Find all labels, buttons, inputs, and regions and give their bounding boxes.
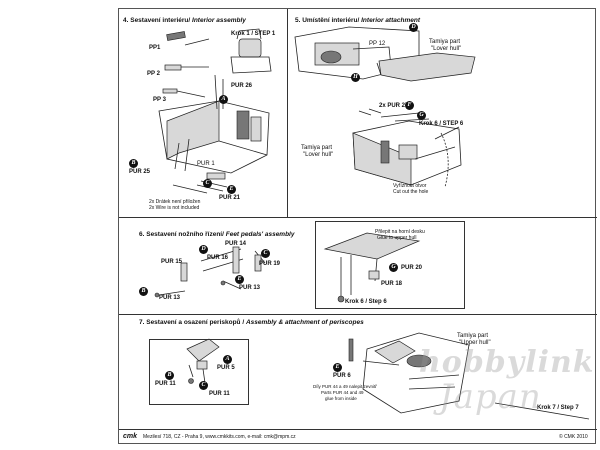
footer-website: www.cmkkits.com,	[205, 434, 247, 440]
technical-drawings	[154, 26, 590, 420]
part-pur18: PUR 18	[381, 281, 403, 287]
wire-note-cz: 2x Drátek není přiložen	[149, 199, 201, 205]
footer-copyright: © CMK 2010	[559, 434, 588, 440]
section-6-title-cz: Sestavení nožního	[146, 231, 204, 238]
part-pur13-right: PUR 13	[239, 285, 261, 291]
part-pur5: PUR 5	[217, 365, 235, 371]
part-pur25: PUR 25	[129, 169, 151, 175]
badge-g-s5: G	[417, 111, 426, 120]
periscope-note-2: Parts PUR 44 and 49	[321, 390, 364, 395]
badge-b-s6: B	[139, 287, 148, 296]
pedal-detail-frame	[315, 221, 465, 309]
part-pur16: PUR 16	[207, 255, 229, 261]
section-7-number: 7.	[139, 319, 145, 326]
section-4-title: 4. Sestavení interiéru/ Interior assembl…	[123, 17, 246, 24]
pedal-assembly	[154, 246, 266, 298]
tamiya-part-1: Tamiya part	[429, 39, 461, 45]
section-6-title-cz2: řízení/	[205, 231, 224, 238]
section-4-number: 4.	[123, 17, 129, 24]
divider-h1	[119, 217, 597, 218]
step-label-6b: Krok 6 / Step 6	[345, 299, 387, 305]
badge-g-s6: G	[389, 263, 398, 272]
section-7-title: 7. Sestavení a osazení periskopů / Assem…	[139, 319, 364, 326]
badge-c: C	[203, 179, 212, 188]
periscope-note-1: Díly PUR 44 a 49 nalepit zevnitř	[313, 384, 377, 389]
badge-h-s5: H	[351, 73, 360, 82]
brand-logo: cmk	[123, 433, 138, 440]
part-pur13-left: PUR 13	[159, 295, 181, 301]
badge-a: A	[219, 95, 228, 104]
section-6-title: 6. Sestavení nožního řízení/ Feet pedals…	[139, 231, 294, 238]
badge-d-s6: D	[199, 245, 208, 254]
pedal-detail-box	[323, 232, 421, 303]
part-pur26: PUR 26	[231, 83, 253, 89]
tamiya-upper-part: Tamiya part	[457, 333, 489, 339]
wire-note-en: 2x Wire is not included	[149, 205, 200, 211]
section-7-title-en: Assembly & attachment of periscopes	[245, 319, 364, 326]
periscope-detail-frame	[149, 339, 249, 405]
section-5-number: 5.	[295, 17, 301, 24]
step-label-6: Krok 6 / STEP 6	[419, 121, 464, 127]
instruction-sheet: 4. Sestavení interiéru/ Interior assembl…	[118, 8, 597, 444]
part-pur6: PUR 6	[333, 373, 351, 379]
tamiya-part-1-name: "Lover hull"	[431, 46, 462, 52]
badge-b-s7: B	[165, 371, 174, 380]
section-6-title-en: Feet pedals' assembly	[225, 231, 295, 238]
lower-hull-small	[376, 52, 476, 82]
part-pur19: PUR 19	[259, 261, 281, 267]
badge-c-s6: C	[261, 249, 270, 258]
part-pur27-count: 2x PUR 27	[379, 103, 409, 109]
section-5-title: 5. Umístění interiéru/ Interior attachme…	[295, 17, 420, 24]
tamiya-upper-name: "Upper hull"	[459, 340, 491, 346]
part-pur20: PUR 20	[401, 265, 423, 271]
seat-drawing	[230, 28, 272, 74]
part-pur15: PUR 15	[161, 259, 183, 265]
periscope-note-3: glue from inside	[325, 396, 357, 401]
section-7-title-cz: Sestavení a osazení periskopů /	[146, 319, 245, 326]
part-pp3: PP 3	[153, 97, 166, 103]
part-pur11-left: PUR 11	[155, 381, 176, 387]
section-4-title-en: Interior assembly	[192, 17, 246, 24]
cut-hole-en: Cut out the hole	[393, 189, 429, 195]
footer-contact: Mezilesí 718, CZ - Praha 9, www.cmkkits.…	[143, 434, 296, 441]
badge-d-s5: D	[409, 23, 418, 32]
divider-footer	[119, 429, 597, 430]
glue-note-en: Glue to upper hull	[377, 235, 417, 241]
section-4-title-cz: Sestavení interiéru/	[130, 17, 191, 24]
watermark-line2: Japan	[439, 377, 542, 417]
badge-f-s5: F	[405, 101, 414, 110]
part-pur11-right: PUR 11	[209, 391, 230, 397]
part-pp12: PP 12	[369, 41, 386, 47]
lower-hull-large	[352, 108, 462, 188]
step-label-1: Krok 1 / STEP 1	[231, 31, 276, 37]
part-pur21: PUR 21	[219, 195, 241, 201]
badge-b: B	[129, 159, 138, 168]
badge-a-s7: A	[223, 355, 232, 364]
interior-box-drawing	[158, 74, 270, 194]
part-pp1: PP1	[149, 45, 161, 51]
tamiya-part-2-name: "Lover hull"	[303, 152, 334, 158]
watermark-line1: hobbylink	[419, 345, 595, 380]
footer-address: Mezilesí 718, CZ - Praha 9,	[143, 434, 204, 440]
glue-note-cz: Přilepit na horní desku	[375, 229, 425, 235]
badge-e-s7: E	[333, 363, 342, 372]
badge-c-s7: C	[199, 381, 208, 390]
footer-email: e-mail: cmk@mpm.cz	[247, 434, 296, 440]
cut-hole-cz: Vyříznout otvor	[393, 183, 427, 189]
pp-parts	[162, 31, 210, 98]
section-5-title-en: Interior attachment	[361, 17, 420, 24]
part-pur14: PUR 14	[225, 241, 247, 247]
tamiya-part-2: Tamiya part	[301, 145, 333, 151]
badge-e-s6: E	[235, 275, 244, 284]
badge-e: E	[227, 185, 236, 194]
divider-h2	[119, 314, 597, 315]
section-5-title-cz: Umístění interiéru/	[302, 17, 360, 24]
part-pp2: PP 2	[147, 71, 160, 77]
step-label-7: Krok 7 / Step 7	[537, 405, 579, 411]
upper-hull-drawing	[294, 26, 420, 80]
section-6-number: 6.	[139, 231, 145, 238]
part-pur1: PUR 1	[197, 161, 215, 167]
divider-vertical	[287, 9, 288, 217]
upper-hull-periscope	[348, 332, 590, 420]
